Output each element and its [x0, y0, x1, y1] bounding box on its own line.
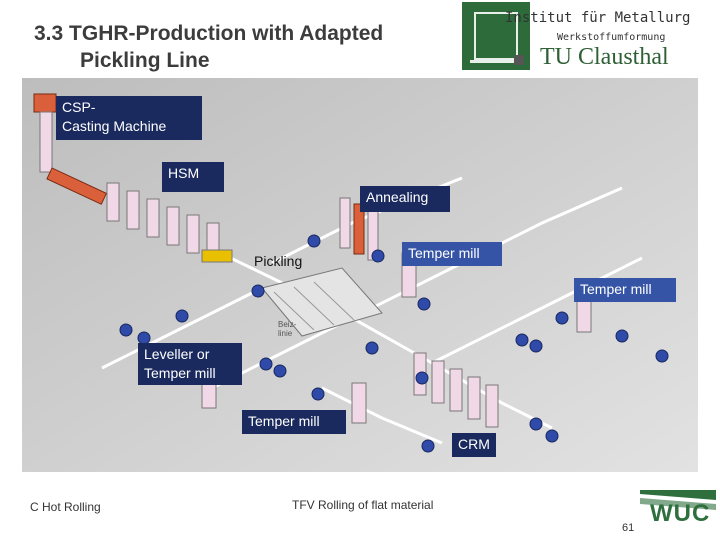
footer-center: TFV Rolling of flat material: [292, 498, 434, 512]
coil: [119, 323, 133, 337]
hsm-stand: [146, 198, 160, 238]
coil: [555, 311, 569, 325]
coil: [371, 249, 385, 263]
coil: [515, 333, 529, 347]
conveyor-right: [431, 256, 643, 365]
hsm-stand: [166, 206, 180, 246]
ladle: [33, 93, 57, 113]
wuc-text: WUC: [650, 500, 711, 527]
logo-bar: [470, 60, 522, 63]
label-csp: CSP- Casting Machine: [56, 96, 202, 140]
crm-stand: [449, 368, 463, 412]
coil: [615, 329, 629, 343]
page-number: 61: [622, 522, 635, 534]
csp-casting-machine: [33, 93, 108, 205]
hsm-stand: [126, 190, 140, 230]
hsm-stand: [186, 214, 200, 254]
coil: [311, 387, 325, 401]
caster-column: [39, 111, 53, 173]
wuc-logo: [640, 490, 716, 510]
coil: [417, 297, 431, 311]
coil: [529, 417, 543, 431]
label-temper-mill-2: Temper mill: [574, 278, 676, 302]
caster-strand: [46, 167, 108, 205]
tu-square-icon: [514, 55, 524, 65]
coiler: [201, 249, 233, 263]
coil: [545, 429, 559, 443]
label-leveller: Leveller or Temper mill: [138, 343, 242, 385]
coil: [307, 234, 321, 248]
footer-left: C Hot Rolling: [30, 500, 101, 514]
institute-name: Institut für Metallurg: [505, 10, 691, 26]
label-temper-mill-1: Temper mill: [402, 242, 502, 266]
coil: [175, 309, 189, 323]
linie-text: linie: [278, 329, 293, 338]
label-annealing: Annealing: [360, 186, 450, 212]
title-line-1: 3.3 TGHR-Production with Adapted: [34, 22, 384, 45]
coil: [273, 364, 287, 378]
coil: [421, 439, 435, 453]
title-line-2: Pickling Line: [80, 49, 210, 72]
shield-icon: [474, 12, 518, 60]
conveyor-bottom: [321, 386, 443, 445]
label-pickling: Pickling: [254, 253, 303, 269]
coil: [259, 357, 273, 371]
pickling-line: Beiz- linie: [261, 267, 383, 338]
crm-stand: [431, 360, 445, 404]
coil: [529, 339, 543, 353]
crm-stand: [467, 376, 481, 420]
label-crm: CRM: [452, 433, 496, 457]
plant-illustration: Beiz- linie: [22, 78, 698, 472]
beiz-text: Beiz-: [278, 320, 297, 329]
university-name: TU Clausthal: [540, 44, 669, 70]
coil: [251, 284, 265, 298]
coil: [415, 371, 429, 385]
conveyor-main: [209, 246, 553, 430]
crm-stand: [485, 384, 499, 428]
hsm-stands: [106, 182, 220, 262]
department-name: Werkstoffumformung: [557, 32, 666, 43]
temper-mill-stand: [351, 382, 367, 424]
hsm-stand: [106, 182, 120, 222]
crm-stands: [413, 352, 499, 428]
institute-logo: [462, 2, 530, 70]
coil: [365, 341, 379, 355]
coil: [655, 349, 669, 363]
slide-title: 3.3 TGHR-Production with Adapted Picklin…: [34, 20, 383, 74]
label-temper-mill-3: Temper mill: [242, 410, 346, 434]
coils: [119, 234, 669, 453]
label-hsm: HSM: [162, 162, 224, 192]
